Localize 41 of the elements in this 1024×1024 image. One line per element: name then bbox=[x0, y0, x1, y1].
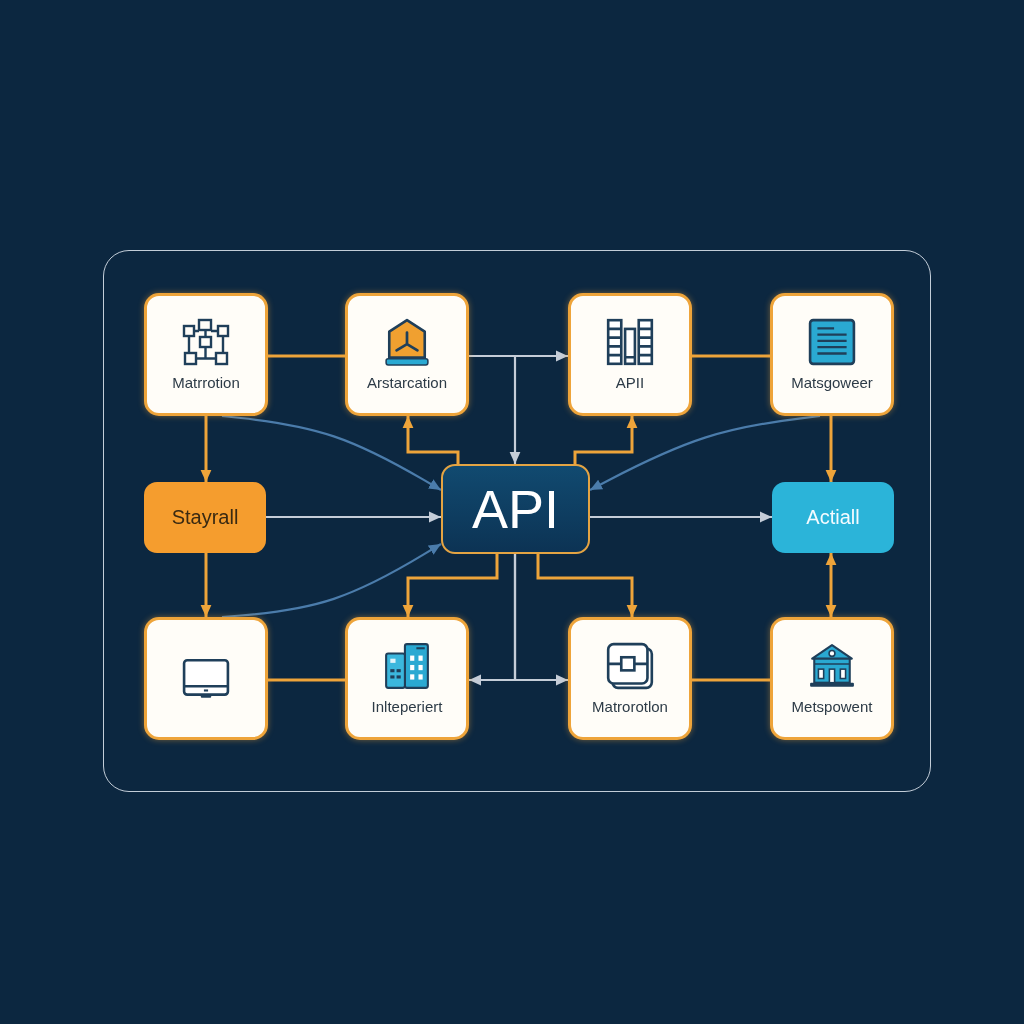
node-label: Inlteperiert bbox=[371, 698, 443, 715]
icon-card bbox=[770, 293, 894, 416]
curved-arrow bbox=[221, 543, 442, 619]
node-label: Actiall bbox=[806, 506, 860, 529]
icon-card bbox=[770, 617, 894, 740]
icon-card bbox=[345, 617, 469, 740]
arrow bbox=[825, 416, 837, 482]
node-label: Arstarcation bbox=[366, 374, 447, 391]
node-label: Matrrotion bbox=[172, 374, 240, 391]
icon-card bbox=[144, 293, 268, 416]
arrow bbox=[266, 511, 441, 523]
node-label: APII bbox=[615, 374, 645, 391]
container-frame bbox=[103, 250, 931, 792]
arrow bbox=[590, 511, 772, 523]
icon-card bbox=[568, 617, 692, 740]
connector-line bbox=[268, 678, 345, 682]
connector-line bbox=[692, 678, 770, 682]
node-label: Stayrall bbox=[171, 506, 239, 529]
arrow bbox=[825, 553, 837, 617]
node-label: Metspowent bbox=[791, 698, 873, 715]
connector-line bbox=[692, 354, 770, 358]
arrow bbox=[200, 416, 212, 482]
hub-box bbox=[441, 464, 590, 554]
arrow bbox=[402, 554, 499, 617]
arrow bbox=[200, 553, 212, 617]
arrow bbox=[513, 554, 568, 686]
icon-card bbox=[568, 293, 692, 416]
node-label: API bbox=[471, 482, 559, 536]
icon-card bbox=[345, 293, 469, 416]
node-label: Matrorotlon bbox=[592, 698, 668, 715]
icon-card bbox=[144, 617, 268, 740]
arrow bbox=[573, 416, 638, 464]
curved-arrow bbox=[221, 414, 442, 491]
arrow bbox=[536, 554, 638, 617]
process-box bbox=[144, 482, 266, 553]
curved-arrow bbox=[589, 414, 821, 491]
process-box bbox=[772, 482, 894, 553]
arrow bbox=[402, 416, 460, 464]
arrow bbox=[469, 354, 521, 464]
connector-line bbox=[268, 354, 345, 358]
node-label: Matsgoweer bbox=[791, 374, 873, 391]
